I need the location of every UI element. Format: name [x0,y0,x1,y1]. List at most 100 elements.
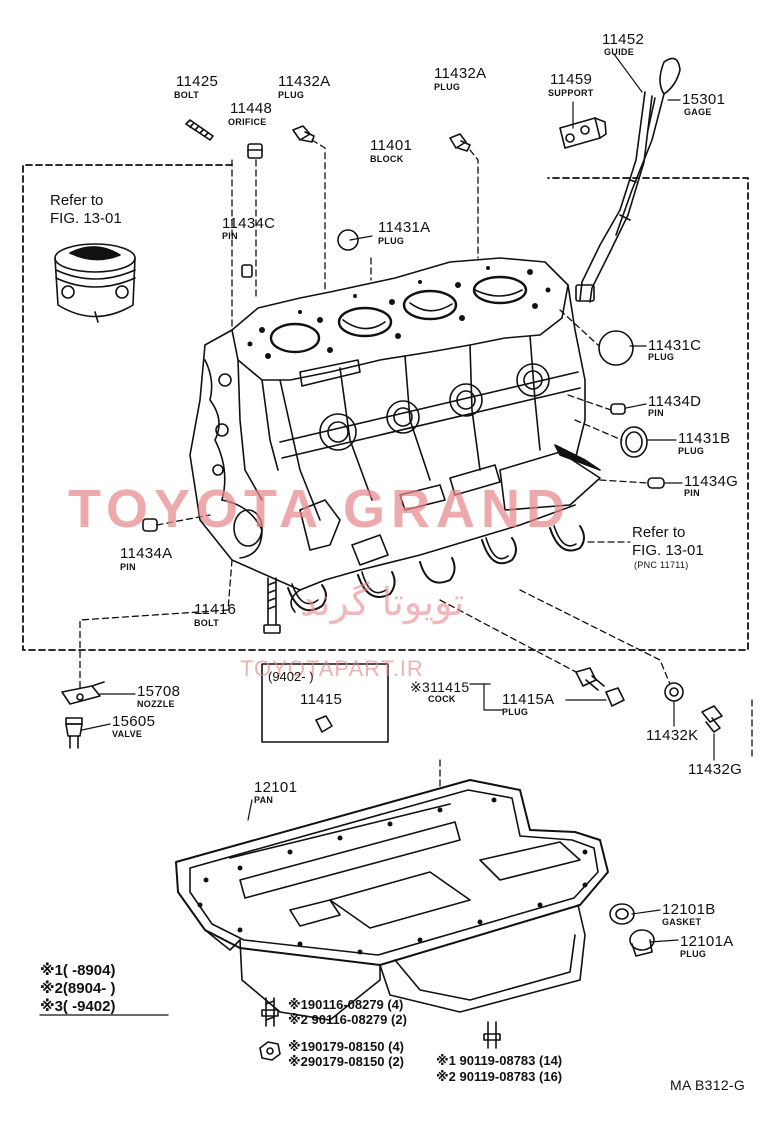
part-11432G-number: 11432G [688,761,743,778]
part-11425-number: 11425 [176,73,219,90]
part-11431A-number: 11431A [378,219,431,236]
piston-ref-line2: FIG. 13-01 [50,210,122,227]
support-11459-drawing [559,117,607,149]
part-15605-name: VALVE [112,729,143,739]
pin-11434A-drawing [142,518,158,532]
part-11434C-number: 11434C [222,215,276,232]
fastener-nut-b: ※290179-08150 (2) [288,1054,404,1069]
fastener-nut-a: ※190179-08150 (4) [288,1039,404,1054]
part-11401-number: 11401 [370,137,413,154]
part-11434A-number: 11434A [120,545,173,562]
gasket-12101B-drawing [609,903,635,925]
part-11415-name: COCK [428,694,456,704]
piston-drawing [54,243,136,323]
part-11431A-name: PLUG [378,236,405,246]
part-12101-number: 12101 [254,779,298,796]
gasket-11432K-drawing [664,682,684,702]
plug-11431A-drawing [337,229,359,251]
part-15605-number: 15605 [112,713,156,730]
part-11431B-number: 11431B [678,430,731,447]
plug-12101A-drawing [629,929,655,957]
legend-row-2: ※2(8904- ) [40,980,116,997]
guide-11452-drawing [575,91,653,303]
part-11416-number: 11416 [194,601,237,618]
part-11431C-name: PLUG [648,352,675,362]
part-11459-number: 11459 [550,71,593,88]
part-11434C-name: PIN [222,231,238,241]
illustration-code: MA B312-G [670,1077,746,1093]
part-11425-name: BOLT [174,90,200,100]
part-11434G-number: 11434G [684,473,739,490]
part-12101B-number: 12101B [662,901,716,918]
gage-15301-drawing [615,57,681,236]
piston-ref-line1: Refer to [50,192,104,209]
part-12101A-number: 12101A [680,933,734,950]
part-11415A-name: PLUG [502,707,529,717]
fastener-bolt2-b: ※2 90119-08783 (16) [436,1069,563,1084]
plug-11415A-drawing [605,687,625,707]
cock-11415-drawing [575,667,605,691]
fastener-bolt2-a: ※1 90119-08783 (14) [436,1053,563,1068]
box-part-number: 11415 [300,691,343,708]
part-11431C-number: 11431C [648,337,702,354]
part-11432A-right-name: PLUG [434,82,461,92]
part-11434D-name: PIN [648,408,664,418]
plug-11432G-drawing [701,705,723,733]
part-15708-number: 15708 [137,683,181,700]
leader-lines-dashed [79,139,753,791]
assembly-frame [22,164,749,651]
crank-ref-pnc: (PNC 11711) [634,560,689,570]
legend-row-3: ※3( -9402) [40,998,116,1015]
bolt-11425-drawing [185,119,214,141]
valve-15605-drawing [65,717,83,749]
part-15301-number: 15301 [682,91,726,108]
cylinder-block-drawing [189,257,601,613]
part-11415A-number: 11415A [502,691,555,708]
box-9402 [261,663,389,743]
part-11459-name: SUPPORT [548,88,594,98]
pin-11434C-drawing [241,264,253,278]
part-11434G-name: PIN [684,488,700,498]
part-11448-number: 11448 [230,100,273,117]
part-12101-name: PAN [254,795,274,805]
box-date: (9402- ) [268,669,314,684]
pin-11434G-drawing [647,477,665,489]
pan-stud-drawing [483,1021,501,1049]
part-11432A-left-name: PLUG [278,90,305,100]
part-11448-name: ORIFICE [228,117,267,127]
plug-11432A-right-drawing [449,133,471,152]
legend-row-1: ※1( -8904) [40,962,116,979]
part-11432A-left-number: 11432A [278,73,331,90]
nozzle-15708-drawing [61,681,105,705]
plug-11431C-drawing [598,330,634,366]
part-11415-number: ※311415 [410,679,470,695]
fastener-bolt1-a: ※190116-08279 (4) [288,997,404,1012]
part-11416-name: BOLT [194,618,220,628]
part-11434D-number: 11434D [648,393,702,410]
part-11432A-right-number: 11432A [434,65,487,82]
part-12101B-name: GASKET [662,917,702,927]
crank-ref-line2: FIG. 13-01 [632,542,704,559]
oil-pan-drawing [175,779,609,1021]
bolt-11416-drawing [263,577,281,634]
part-11452-name: GUIDE [604,47,635,57]
plug-11431B-drawing [620,426,648,458]
leader-lines-solid [81,53,715,943]
plug-11432A-left-drawing [292,125,315,143]
part-15301-name: GAGE [684,107,712,117]
fastener-bolt1-b: ※2 90116-08279 (2) [288,1012,407,1027]
pin-11434D-drawing [610,403,626,415]
orifice-11448-drawing [247,143,263,159]
part-11401-name: BLOCK [370,154,404,164]
pan-bolt-drawing [261,997,279,1027]
part-15708-name: NOZZLE [137,699,175,709]
cock-in-box-drawing [315,715,333,733]
pan-nut-drawing [259,1041,281,1061]
part-11432K-number: 11432K [646,727,699,744]
part-11452-number: 11452 [602,31,645,48]
part-12101A-name: PLUG [680,949,707,959]
part-11431B-name: PLUG [678,446,705,456]
part-11434A-name: PIN [120,562,136,572]
crank-ref-line1: Refer to [632,524,686,541]
